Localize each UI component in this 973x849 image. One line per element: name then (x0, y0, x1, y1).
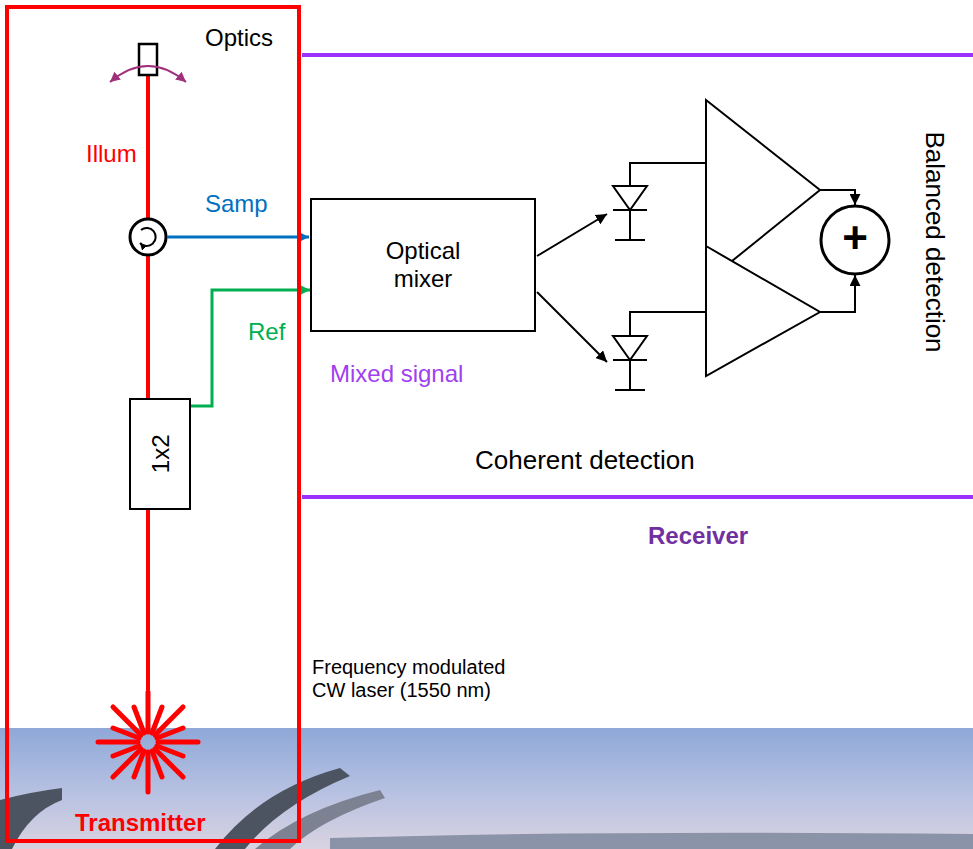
laser-ray (134, 707, 144, 733)
laser-ray (157, 746, 183, 756)
sample-label: Samp (205, 190, 268, 218)
beam-line (146, 75, 150, 219)
optics-label: Optics (205, 24, 273, 52)
node-label: Transmitter (75, 809, 206, 837)
balanced-detection-label: Balanced detection (919, 131, 949, 352)
receiver-label: Receiver (648, 522, 748, 550)
photodiode-symbol (613, 312, 706, 390)
amplifier-output-arrow (820, 275, 855, 312)
laser-ray (157, 728, 183, 738)
beam-line (146, 510, 150, 690)
beam-line (146, 255, 150, 398)
laser-ray (146, 752, 151, 792)
laser-ray (152, 707, 162, 733)
diode-wire (630, 163, 706, 186)
laser-caption: Frequency modulated CW laser (1550 nm) (312, 656, 524, 702)
diode-plate (615, 389, 645, 391)
splitter-box: 1x2 (129, 398, 191, 510)
sample-arrow (167, 236, 309, 239)
laser-symbol (98, 692, 198, 792)
mixed-signal-label: Mixed signal (330, 360, 463, 388)
laser-ray (113, 746, 139, 756)
diode-triangle (613, 186, 647, 210)
amplifier-symbol (706, 246, 820, 376)
scan-arrow (110, 66, 186, 82)
amplifier-symbol (706, 100, 820, 282)
mixer-output-arrow (537, 292, 607, 362)
coherent-detection-label: Coherent detection (475, 446, 695, 476)
diode-lead (629, 210, 631, 240)
optics-element (139, 44, 157, 75)
photo-horizon (330, 833, 973, 849)
circulator-symbol (130, 219, 166, 255)
laser-ray (134, 751, 144, 777)
diode-wire (630, 312, 706, 336)
diode-triangle (613, 336, 647, 360)
node-label: Optical mixer (368, 237, 478, 292)
laser-ray (113, 728, 139, 738)
laser-ray (98, 740, 138, 745)
laser-ray (146, 692, 151, 732)
mixer-output-arrow (537, 214, 607, 256)
transmitter-region: Transmitter 1x2 (5, 5, 301, 843)
node-label: 1x2 (146, 435, 174, 474)
illumination-label: Illum (86, 140, 137, 168)
diode-plate (615, 239, 645, 241)
laser-ray (158, 740, 198, 745)
reference-connector (191, 290, 310, 406)
photodiode-symbol (613, 163, 706, 240)
summer-sign: + (842, 213, 868, 264)
circulator-arrow (140, 228, 156, 246)
diode-lead (629, 360, 631, 390)
connector-label: Ref (246, 318, 287, 346)
photo-sky (0, 728, 973, 849)
summer-circle (821, 206, 889, 274)
receiver-bracket-line (302, 53, 973, 57)
optical-mixer-box: Optical mixer (310, 198, 536, 332)
laser-ray (152, 751, 162, 777)
receiver-bracket-line (302, 495, 973, 499)
amplifier-output-arrow (820, 190, 855, 205)
